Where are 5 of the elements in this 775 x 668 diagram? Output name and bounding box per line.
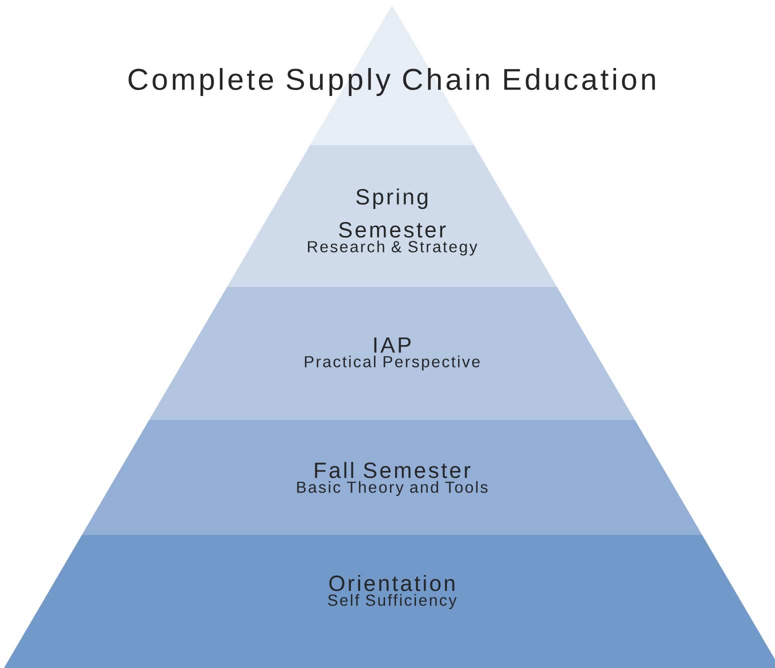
pyramid-band: Fall Semester Basic Theory and Tools [82,420,702,535]
pyramid-band: IAP Practical Perspective [149,287,635,420]
pyramid-band: Spring Semester Research & Strategy [227,145,557,287]
pyramid-band: Orientation Self Sufficiency [4,535,775,668]
pyramid-band: Complete Supply Chain Education [128,5,655,145]
